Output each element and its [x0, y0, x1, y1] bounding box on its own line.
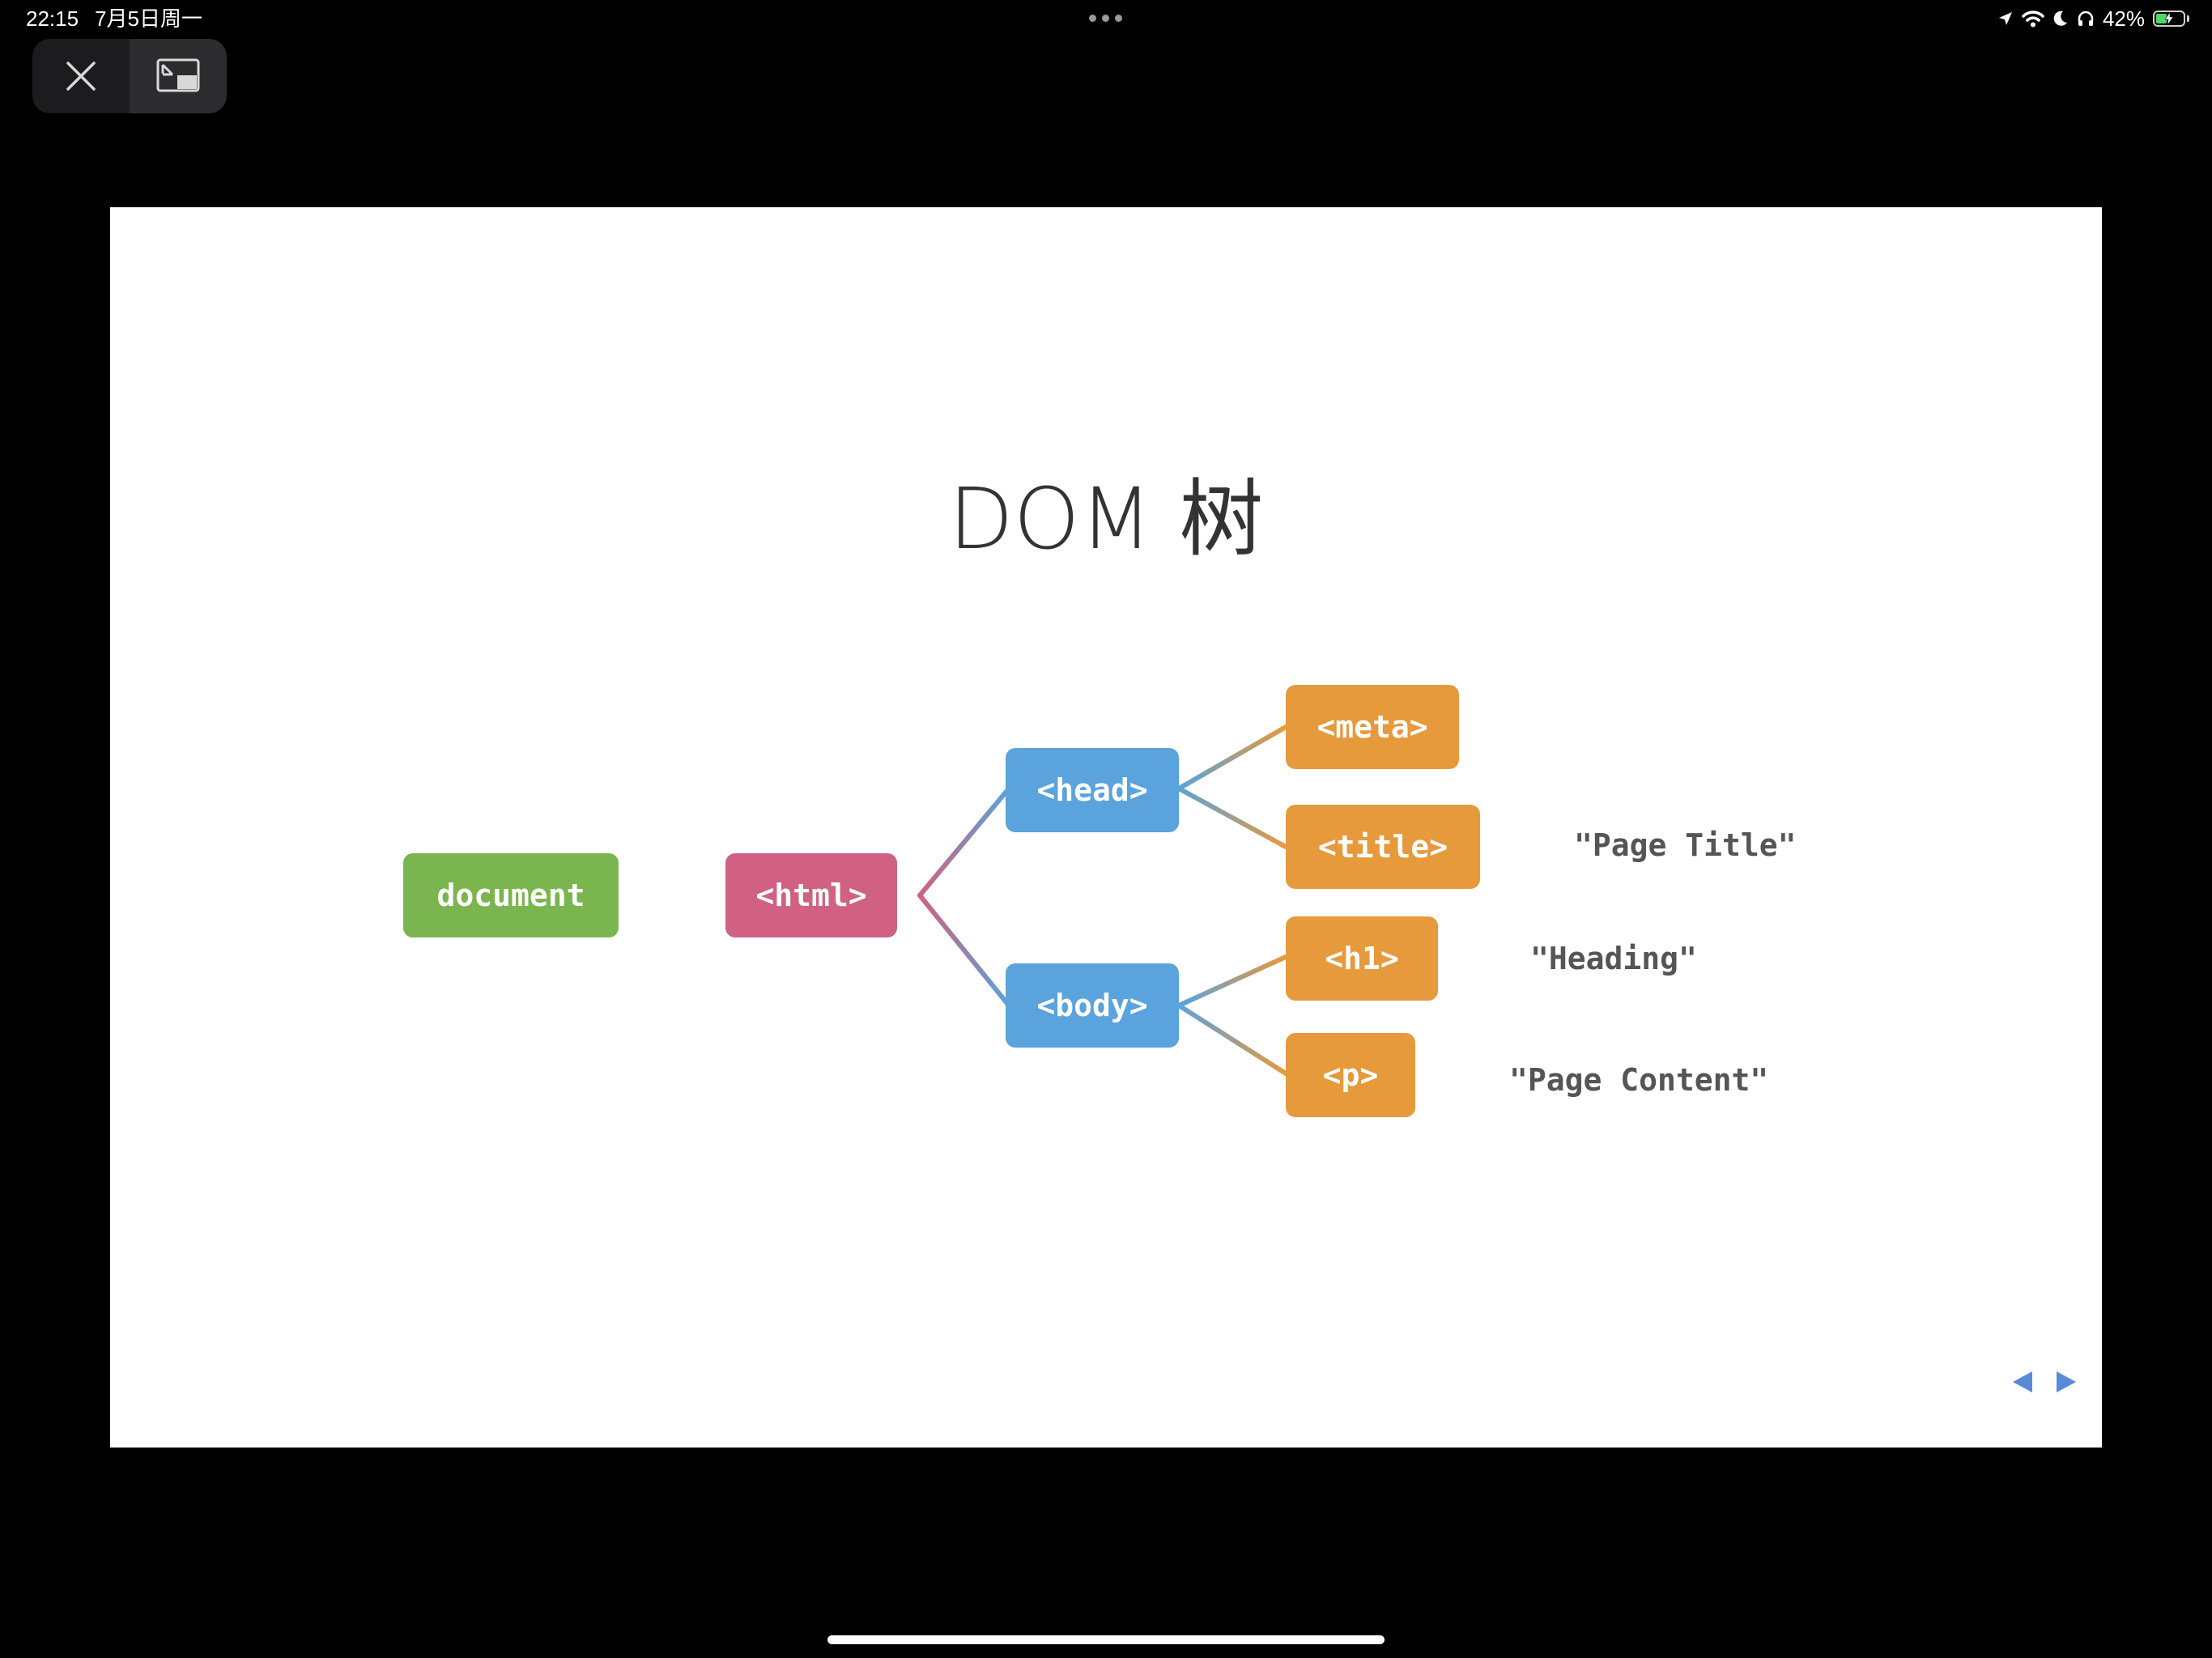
wifi-icon: [2022, 11, 2044, 28]
node-html: <html>: [725, 853, 897, 937]
node-h1: <h1>: [1286, 916, 1438, 1001]
node-head: <head>: [1006, 748, 1179, 832]
triangle-left-icon[interactable]: [2011, 1370, 2034, 1394]
battery-charging-icon: [2153, 11, 2189, 27]
dot-icon: [1115, 15, 1122, 22]
moon-icon: [2053, 11, 2067, 26]
status-bar-left: 22:15 7月5日周一: [26, 6, 202, 31]
exit-pip-button[interactable]: [130, 39, 227, 113]
battery-percent: 42%: [2102, 6, 2145, 31]
node-body: <body>: [1006, 963, 1179, 1048]
triangle-right-icon[interactable]: [2055, 1370, 2078, 1394]
status-time: 22:15: [26, 6, 79, 31]
edge-head-meta: [1176, 725, 1288, 791]
multitasking-dots[interactable]: [1089, 15, 1122, 22]
node-p: <p>: [1286, 1033, 1415, 1117]
node-meta: <meta>: [1286, 685, 1459, 769]
node-title: <title>: [1286, 805, 1480, 889]
slide-navigation: [2011, 1370, 2078, 1394]
node-document: document: [403, 853, 619, 937]
status-date: 7月5日周一: [95, 6, 202, 31]
text-node-heading: "Heading": [1530, 941, 1697, 976]
edge-body-p: [1176, 1003, 1288, 1076]
text-node-page-title: "Page Title": [1574, 827, 1797, 863]
edge-head-title: [1176, 786, 1288, 849]
presentation-slide: DOM 树: [110, 207, 2102, 1448]
home-indicator[interactable]: [827, 1635, 1385, 1644]
dot-icon: [1102, 15, 1109, 22]
edge-body-h1: [1176, 954, 1288, 1008]
dot-icon: [1089, 15, 1096, 22]
location-arrow-icon: [1998, 12, 2012, 25]
video-controls: [32, 39, 227, 113]
status-bar-right: 42%: [1997, 5, 2189, 32]
slide-title: DOM 树: [948, 470, 1264, 568]
close-icon: [66, 62, 96, 91]
edge-html-body: [917, 893, 1011, 1008]
text-node-page-content: "Page Content": [1509, 1062, 1769, 1098]
headphones-icon: [2078, 11, 2094, 26]
picture-in-picture-exit-icon: [156, 58, 200, 92]
close-button[interactable]: [32, 39, 130, 113]
edge-html-head: [917, 786, 1011, 898]
